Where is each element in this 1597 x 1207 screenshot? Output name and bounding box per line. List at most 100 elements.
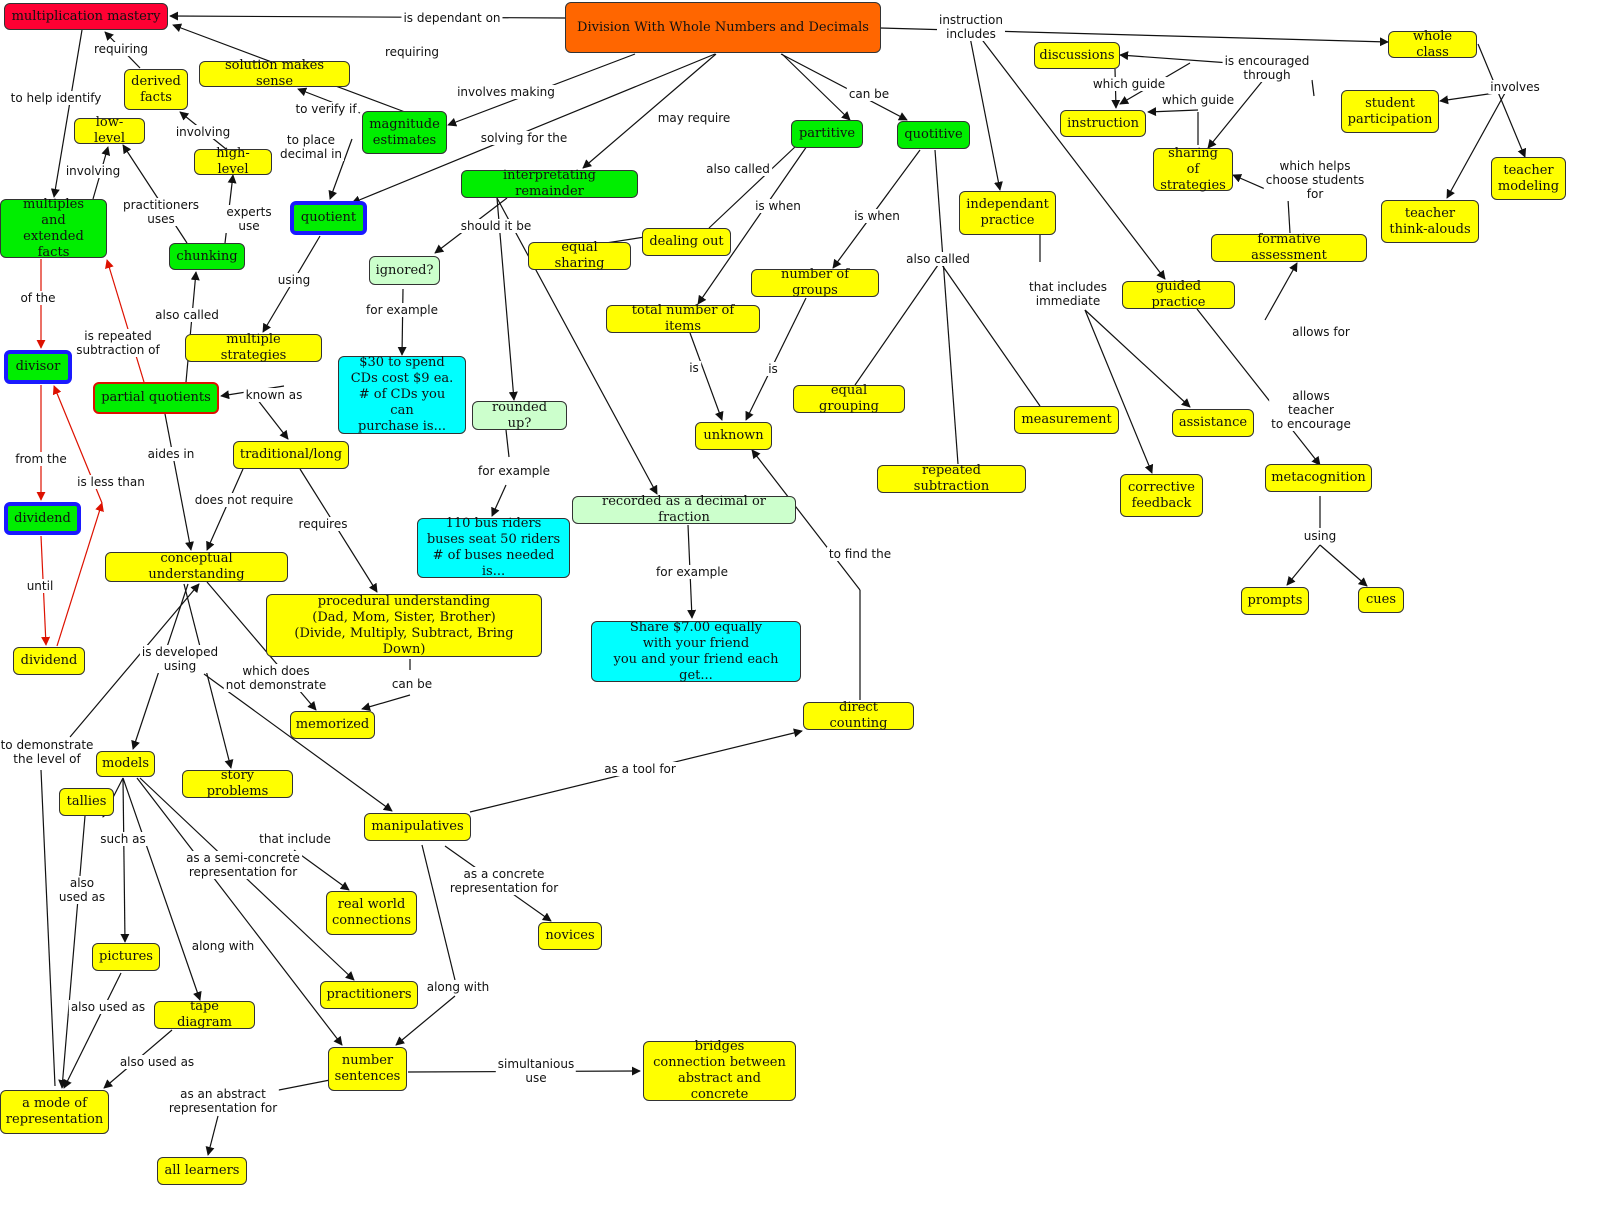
node-repeated-subtraction: repeated subtraction [877, 463, 1026, 494]
label-to-find-the: to find the [826, 547, 894, 561]
node-number-of-groups: number of groups [751, 267, 879, 298]
node-direct-counting: direct counting [803, 700, 914, 731]
node-high-level: high-level [194, 146, 272, 177]
concept-link [582, 53, 717, 169]
node-story-problems: story problems [182, 768, 293, 799]
label-requiring-1: requiring [91, 42, 151, 56]
node-dividend-yellow: dividend [13, 647, 85, 675]
label-does-not-require: does not require [192, 493, 296, 507]
node-practitioners: practitioners [320, 981, 418, 1009]
node-partial-quotients: partial quotients [93, 382, 219, 414]
node-all-learners: all learners [157, 1157, 247, 1185]
label-to-demonstrate: to demonstrate the level of [0, 738, 96, 766]
node-bridges: bridges connection between abstract and … [643, 1039, 796, 1102]
label-involves-making: involves making [455, 85, 557, 99]
label-also-used-as-2: also used as [68, 1000, 148, 1014]
concept-link [969, 36, 1003, 191]
label-as-concrete: as a concrete representation for [447, 867, 561, 895]
node-rounded-up: rounded up? [472, 400, 567, 431]
label-allows-for: allows for [1290, 325, 1352, 339]
label-which-does-not: which does not demonstrate [223, 664, 329, 692]
label-of-the: of the [18, 291, 58, 305]
label-is-dependant-on: is dependant on [401, 11, 503, 25]
concept-link [395, 995, 456, 1046]
label-is-when-2: is when [852, 209, 902, 223]
node-traditional-long: traditional/long [233, 441, 349, 469]
node-derived-facts: derived facts [124, 69, 188, 110]
label-allows-teacher: allows teacher to encourage [1269, 389, 1353, 431]
concept-link [1319, 544, 1368, 587]
concept-link [1311, 79, 1315, 97]
label-for-example-2: for example [476, 464, 552, 478]
node-metacognition: metacognition [1265, 464, 1372, 492]
label-may-require: may require [655, 111, 733, 125]
node-total-number-of-items: total number of items [606, 303, 760, 334]
node-dividend-green: dividend [4, 502, 81, 535]
node-tape-diagram: tape diagram [154, 999, 255, 1030]
concept-link [491, 484, 507, 517]
label-which-guide-1: which guide [1090, 77, 1168, 91]
concept-link [328, 138, 353, 200]
concept-link [203, 673, 393, 812]
node-instruction: instruction [1060, 110, 1146, 137]
label-involving-1: involving [173, 125, 233, 139]
node-mode-of-representation: a mode of representation [0, 1090, 109, 1134]
label-is-developed: is developed using [139, 645, 221, 673]
node-discussions: discussions [1034, 42, 1120, 69]
node-sharing-of-strategies: sharing of strategies [1153, 146, 1233, 193]
label-to-help-identify: to help identify [8, 91, 104, 105]
concept-link [496, 197, 658, 495]
concept-link [934, 149, 959, 465]
label-also-used-as-3: also used as [117, 1055, 197, 1069]
concept-link [1084, 309, 1191, 408]
concept-link [361, 694, 411, 712]
concept-link [63, 972, 122, 1089]
label-along-with-2: along with [424, 980, 492, 994]
node-conceptual-understanding: conceptual understanding [105, 551, 288, 582]
label-also-called-3: also called [153, 308, 221, 322]
node-quotitive: quotitive [897, 121, 970, 149]
node-quotient: quotient [290, 201, 367, 235]
concept-link [979, 36, 1166, 280]
node-independent-practice: independant practice [959, 191, 1056, 235]
label-should-it-be: should it be [458, 219, 534, 233]
node-multiplication-mastery: multiplication mastery [4, 3, 168, 30]
concept-link [185, 271, 200, 383]
concept-link [56, 502, 104, 647]
node-student-participation: student participation [1341, 90, 1439, 133]
label-as-abstract: as an abstract representation for [166, 1087, 280, 1115]
concept-link [941, 264, 1041, 407]
concept-link [689, 332, 724, 421]
concept-link [751, 449, 861, 591]
node-unknown: unknown [695, 422, 772, 450]
concept-link [50, 29, 83, 198]
label-that-includes: that includes immediate [1027, 280, 1109, 308]
concept-link [854, 264, 939, 386]
node-tallies: tallies [59, 788, 114, 816]
concept-link [205, 1115, 219, 1156]
label-simultanious-use: simultanious use [495, 1057, 577, 1085]
node-cd-example: $30 to spend CDs cost $9 ea. # of CDs yo… [338, 355, 466, 434]
label-also-called-1: also called [704, 162, 772, 176]
label-practitioners-uses: practitioners uses [120, 198, 202, 226]
concept-link [120, 777, 130, 943]
label-is-less-than: is less than [75, 475, 147, 489]
concept-link [1264, 262, 1298, 321]
label-aides-in: aides in [145, 447, 197, 461]
node-memorized: memorized [290, 711, 375, 739]
label-along-with-1: along with [189, 939, 257, 953]
node-money-example: Share $7.00 equally with your friend you… [591, 620, 801, 683]
label-from-the: from the [13, 452, 69, 466]
node-whole-class: whole class [1388, 29, 1477, 60]
node-partitive: partitive [791, 120, 863, 148]
label-involves: involves [1488, 80, 1542, 94]
label-is-1: is [687, 361, 701, 375]
node-root: Division With Whole Numbers and Decimals [565, 2, 881, 53]
node-prompts: prompts [1241, 587, 1309, 615]
label-is-2: is [766, 362, 780, 376]
concept-link [708, 145, 797, 229]
concept-link [745, 297, 807, 421]
node-equal-grouping: equal grouping [793, 383, 905, 414]
concept-link [1286, 544, 1321, 586]
